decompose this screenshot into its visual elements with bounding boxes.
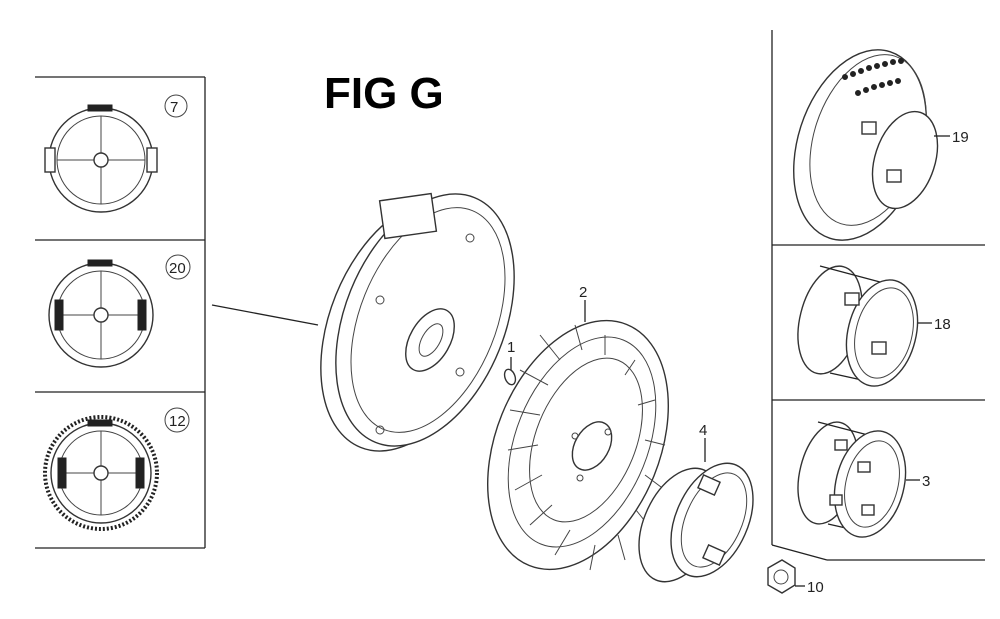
part-3-ratchet: 3 (797, 421, 930, 538)
part-2-flywheel: 2 (487, 284, 669, 571)
right-options-panel (771, 30, 985, 561)
callout-7: 7 (170, 99, 178, 116)
callout-1: 1 (507, 339, 515, 356)
part-19-starter-pulley: 19 (793, 49, 969, 241)
leader-line (211, 304, 319, 326)
starter-pulley-option-20: 20 (48, 254, 191, 368)
callout-3: 3 (922, 473, 930, 490)
starter-pulley-option-7: 7 (44, 94, 188, 213)
starter-cup (320, 192, 515, 452)
part-1-key: 1 (503, 339, 517, 386)
figure-title: FIG G (324, 69, 444, 118)
starter-pulley-option-12: 12 (43, 407, 190, 531)
callout-4: 4 (699, 422, 707, 439)
part-18-pulley-cup: 18 (797, 265, 951, 387)
callout-12: 12 (169, 413, 186, 430)
callout-20: 20 (169, 260, 186, 277)
part-4-starter-sleeve: 4 (638, 422, 754, 583)
callout-18: 18 (934, 316, 951, 333)
part-10-nut: 10 (767, 559, 824, 596)
callout-2: 2 (579, 284, 587, 301)
left-options-panel (35, 76, 206, 549)
callout-19: 19 (952, 129, 969, 146)
callout-10: 10 (807, 579, 824, 596)
